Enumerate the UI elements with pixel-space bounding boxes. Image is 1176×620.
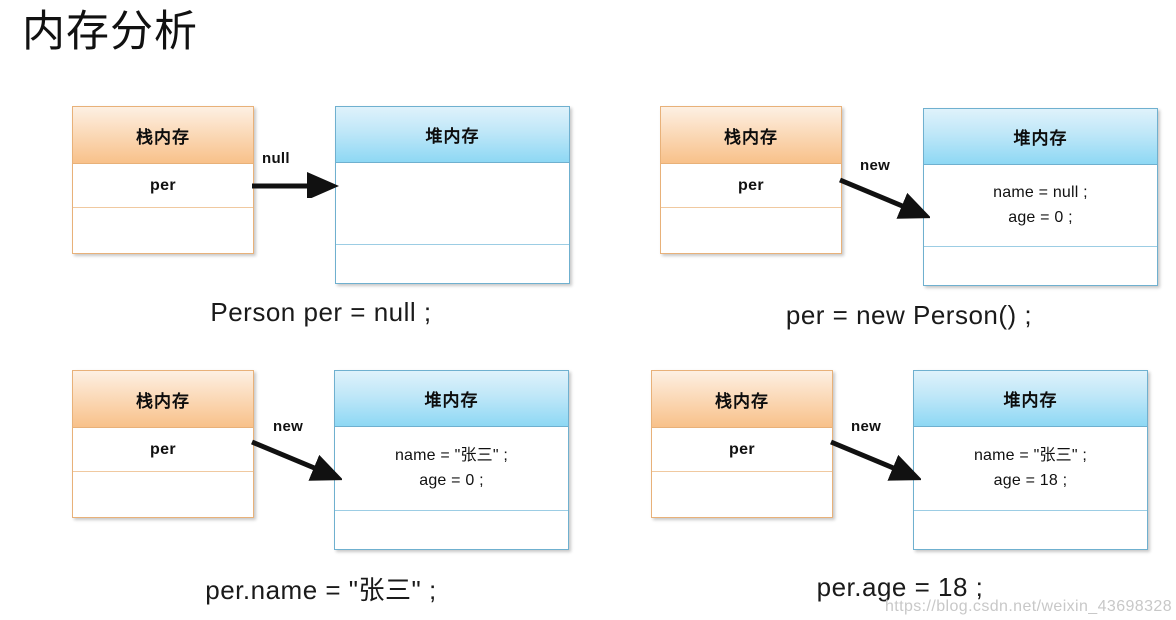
heap-memory-box: 堆内存 name = "张三" ; age = 0 ; (334, 370, 569, 550)
arrow-label-new: new (860, 157, 891, 174)
heap-memory-box: 堆内存 name = "张三" ; age = 18 ; (913, 370, 1148, 550)
stack-variable-row: per (652, 428, 832, 472)
heap-object-fields: name = null ; age = 0 ; (993, 181, 1088, 231)
heap-object-row: name = null ; age = 0 ; (924, 165, 1157, 247)
page-title: 内存分析 (22, 8, 198, 56)
stack-memory-header: 栈内存 (661, 107, 841, 164)
stack-memory-box: 栈内存 per (72, 106, 254, 254)
source-watermark: https://blog.csdn.net/weixin_43698328 (885, 598, 1172, 615)
stack-variable-row: per (73, 164, 253, 208)
panel-caption: per = new Person() ; (785, 300, 1033, 330)
heap-empty-row (336, 245, 569, 283)
stack-variable-name: per (149, 440, 177, 458)
stack-variable-row: per (73, 428, 253, 472)
arrow-label-new: new (851, 418, 882, 435)
panel-caption: Person per = null ; (210, 297, 432, 327)
stack-memory-box: 栈内存 per (72, 370, 254, 518)
stack-variable-name: per (737, 176, 765, 194)
heap-memory-header: 堆内存 (914, 371, 1147, 427)
stack-empty-row (73, 472, 253, 517)
arrow-label-new: new (273, 418, 304, 435)
heap-field-line: name = "张三" ; (394, 446, 509, 464)
heap-field-line: name = "张三" ; (973, 446, 1088, 464)
heap-memory-box: 堆内存 name = null ; age = 0 ; (923, 108, 1158, 286)
heap-empty-row (914, 511, 1147, 549)
heap-memory-box: 堆内存 (335, 106, 570, 284)
heap-memory-header: 堆内存 (336, 107, 569, 163)
heap-field-line: name = null ; (993, 183, 1088, 201)
stack-empty-row (652, 472, 832, 517)
stack-memory-box: 栈内存 per (660, 106, 842, 254)
stack-empty-row (73, 208, 253, 253)
heap-empty-row (924, 247, 1157, 285)
heap-object-row: name = "张三" ; age = 0 ; (335, 427, 568, 511)
stack-memory-header: 栈内存 (73, 107, 253, 164)
heap-object-fields: name = "张三" ; age = 18 ; (974, 444, 1087, 494)
heap-memory-header: 堆内存 (924, 109, 1157, 165)
stack-memory-header: 栈内存 (652, 371, 832, 428)
heap-object-fields: name = "张三" ; age = 0 ; (395, 444, 508, 494)
stack-memory-header: 栈内存 (73, 371, 253, 428)
heap-object-row: name = "张三" ; age = 18 ; (914, 427, 1147, 511)
heap-memory-header: 堆内存 (335, 371, 568, 427)
arrow-label-null: null (262, 150, 290, 167)
stack-variable-row: per (661, 164, 841, 208)
panel-caption: per.name = "张三" ; (205, 575, 437, 605)
heap-field-line: age = 0 ; (419, 471, 484, 489)
panel-caption: per.age = 18 ; (816, 572, 984, 602)
heap-field-line: age = 0 ; (1008, 208, 1073, 226)
stack-variable-name: per (149, 176, 177, 194)
heap-field-line: age = 18 ; (993, 471, 1068, 489)
stack-empty-row (661, 208, 841, 253)
heap-empty-row (335, 511, 568, 549)
stack-variable-name: per (728, 440, 756, 458)
stack-memory-box: 栈内存 per (651, 370, 833, 518)
heap-object-row (336, 163, 569, 245)
